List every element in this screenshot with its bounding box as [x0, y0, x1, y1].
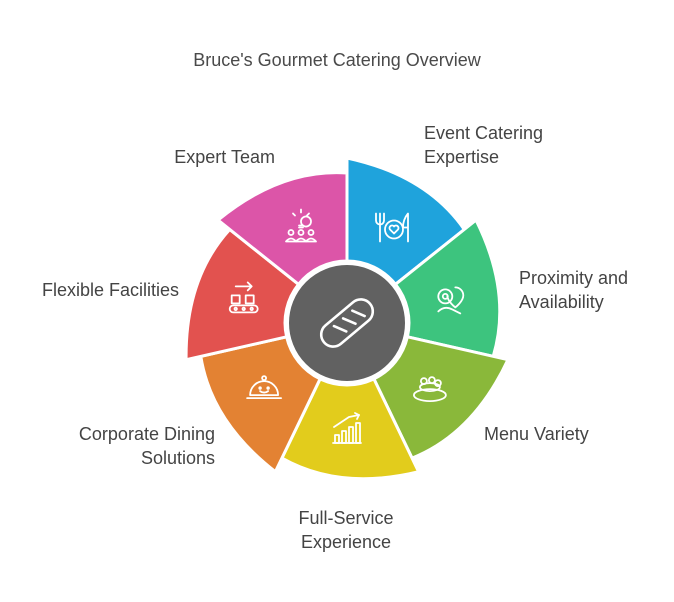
growth-chart-icon: [332, 412, 362, 444]
label-flexible-facilities: Flexible Facilities: [41, 280, 179, 300]
conveyor-icon: [228, 281, 259, 314]
bread-icon: [319, 298, 375, 348]
dining-icon: [375, 212, 409, 243]
cloche-icon: [246, 375, 283, 400]
label-menu-variety: Menu Variety: [484, 424, 589, 444]
location-gear-icon: [437, 286, 465, 315]
diagram-title: Bruce's Gourmet Catering Overview: [193, 50, 481, 70]
label-expert-team: Expert Team: [174, 147, 275, 167]
center-hub: [285, 261, 409, 385]
dishes-icon: [412, 376, 447, 403]
team-idea-icon: [285, 208, 317, 243]
